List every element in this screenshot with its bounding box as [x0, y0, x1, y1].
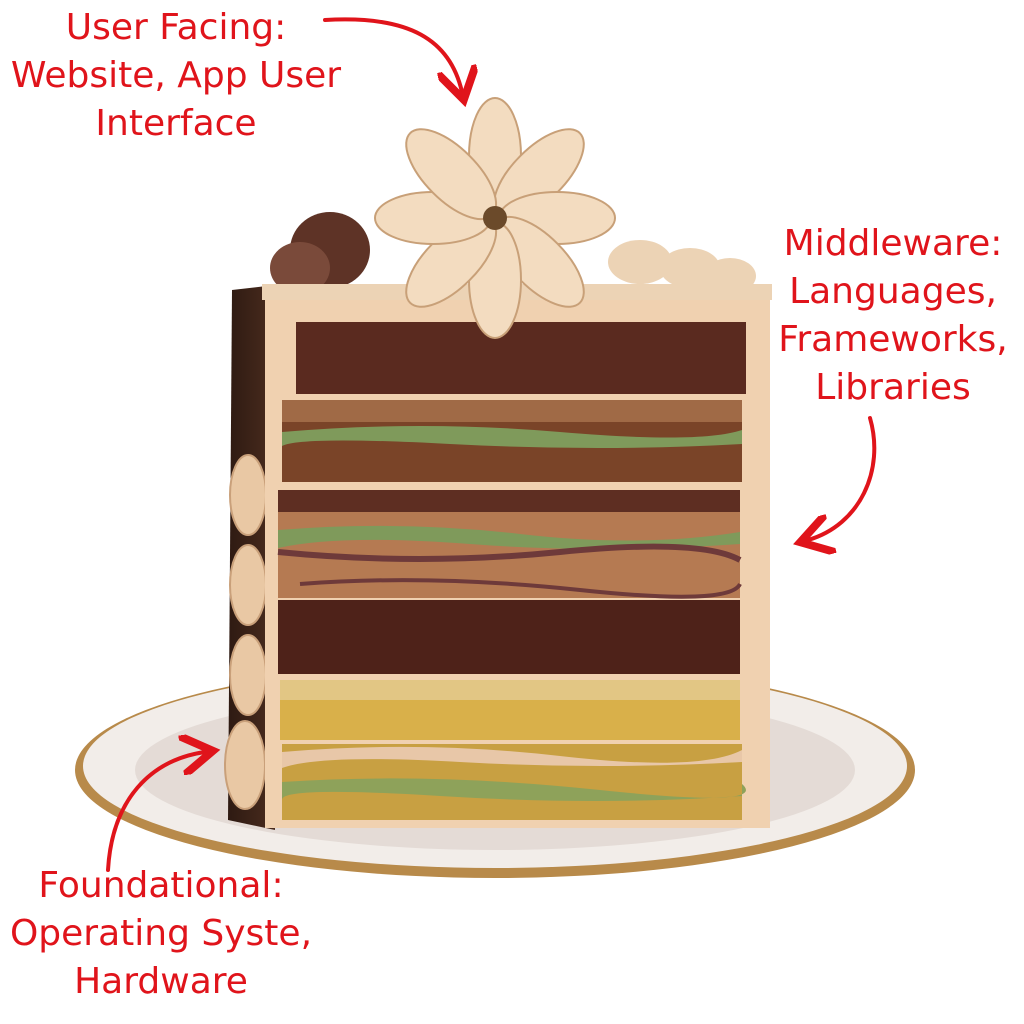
- arrow-middleware: [808, 416, 877, 540]
- cake-cross-section: [265, 296, 770, 828]
- annotation-middleware: Middleware: Languages, Frameworks, Libra…: [764, 220, 1022, 412]
- annotation-line: Operating Syste,: [9, 913, 313, 954]
- arrow-foundational: [106, 752, 205, 872]
- annotation-line: Hardware: [74, 961, 248, 1002]
- layer-chocolate-top: [296, 322, 746, 394]
- annotation-user-facing: User Facing: Website, App User Interface: [0, 4, 352, 148]
- annotation-line: Frameworks,: [778, 319, 1008, 360]
- annotation-line: User Facing:: [65, 7, 287, 48]
- frosting-swirls-left: [224, 454, 267, 810]
- annotation-line: Libraries: [815, 367, 971, 408]
- arrow-user-facing: [323, 17, 462, 92]
- annotation-line: Middleware:: [783, 223, 1003, 264]
- layer-chocolate-middle: [278, 600, 740, 674]
- annotation-line: Website, App User: [10, 55, 342, 96]
- sugar-flower: [374, 97, 616, 339]
- annotation-line: Languages,: [789, 271, 997, 312]
- cake-left-side: [224, 285, 275, 830]
- annotation-foundational: Foundational: Operating Syste, Hardware: [0, 862, 322, 1006]
- annotation-line: Interface: [95, 103, 257, 144]
- annotation-line: Foundational:: [38, 865, 284, 906]
